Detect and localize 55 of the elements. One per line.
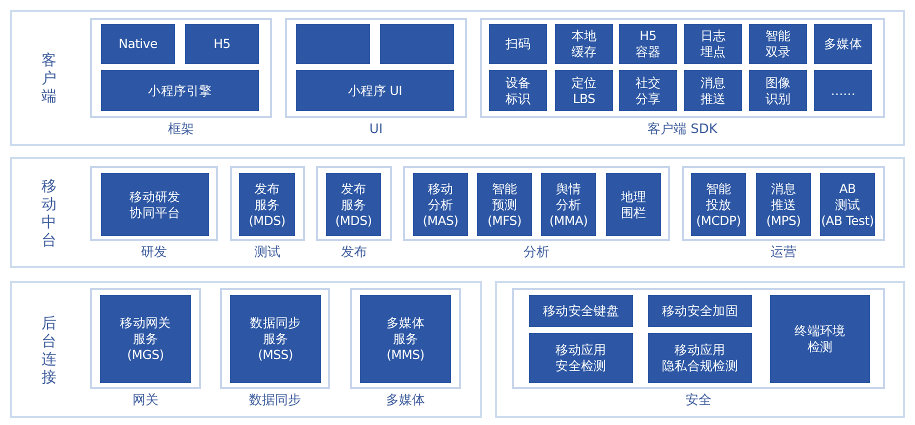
service-box: 移动安全加固 bbox=[648, 295, 752, 327]
group-label: 分析 bbox=[522, 245, 550, 261]
service-box: 定位LBS bbox=[555, 70, 613, 111]
group-label: 框架 bbox=[167, 122, 195, 138]
group-label: 客户端 SDK bbox=[646, 122, 718, 138]
service-box: 多媒体 bbox=[814, 24, 872, 64]
service-box: 终端环境检测 bbox=[770, 295, 870, 383]
service-box: 设备标识 bbox=[489, 70, 547, 111]
group-label: 网关 bbox=[132, 393, 160, 409]
service-box: 地理围栏 bbox=[606, 173, 661, 236]
service-box: 小程序引擎 bbox=[101, 70, 259, 111]
service-box: 本地缓存 bbox=[555, 24, 613, 64]
layer-panel bbox=[10, 157, 905, 268]
service-box bbox=[380, 24, 454, 64]
service-box: 日志埋点 bbox=[684, 24, 742, 64]
service-box: 智能双录 bbox=[749, 24, 807, 64]
group-label: UI bbox=[368, 122, 384, 138]
service-box: 发布服务(MDS) bbox=[239, 173, 295, 236]
group-label: 测试 bbox=[254, 245, 282, 261]
service-box: 移动应用隐私合规检测 bbox=[648, 333, 752, 383]
service-box: 移动网关服务(MGS) bbox=[100, 295, 191, 383]
group-label: 发布 bbox=[340, 245, 368, 261]
service-box: 智能预测(MFS) bbox=[477, 173, 532, 236]
service-box: 移动研发协同平台 bbox=[101, 173, 209, 236]
service-box: 图像识别 bbox=[749, 70, 807, 111]
service-box: H5 bbox=[185, 24, 259, 64]
service-box: H5容器 bbox=[619, 24, 677, 64]
group-label: 安全 bbox=[684, 393, 712, 409]
service-box: 消息推送(MPS) bbox=[756, 173, 811, 236]
service-box: 移动应用安全检测 bbox=[529, 333, 633, 383]
service-box: 社交分享 bbox=[619, 70, 677, 111]
service-box: …… bbox=[814, 70, 872, 111]
layer-panel bbox=[10, 10, 905, 146]
service-box: 消息推送 bbox=[684, 70, 742, 111]
group-label: 运营 bbox=[770, 245, 798, 261]
service-box: AB测试(AB Test) bbox=[820, 173, 875, 236]
service-box: 扫码 bbox=[489, 24, 547, 64]
layer-panel bbox=[10, 281, 482, 418]
service-box: 移动安全键盘 bbox=[529, 295, 633, 327]
layer-heading: 移动中台 bbox=[40, 176, 58, 248]
service-box: 小程序 UI bbox=[296, 70, 454, 111]
service-box: Native bbox=[101, 24, 175, 64]
service-box: 数据同步服务(MSS) bbox=[230, 295, 321, 383]
layer-heading: 客户端 bbox=[40, 51, 58, 105]
service-box: 多媒体服务(MMS) bbox=[360, 295, 451, 383]
service-box: 舆情分析(MMA) bbox=[541, 173, 596, 236]
layer-heading: 后台连接 bbox=[40, 314, 58, 386]
service-box: 发布服务(MDS) bbox=[326, 173, 381, 236]
group-label: 研发 bbox=[140, 245, 168, 261]
service-box bbox=[296, 24, 370, 64]
service-box: 智能投放(MCDP) bbox=[691, 173, 746, 236]
service-box: 移动分析(MAS) bbox=[413, 173, 468, 236]
panel-box bbox=[495, 281, 905, 418]
group-label: 数据同步 bbox=[248, 393, 302, 409]
group-label: 多媒体 bbox=[385, 393, 426, 409]
